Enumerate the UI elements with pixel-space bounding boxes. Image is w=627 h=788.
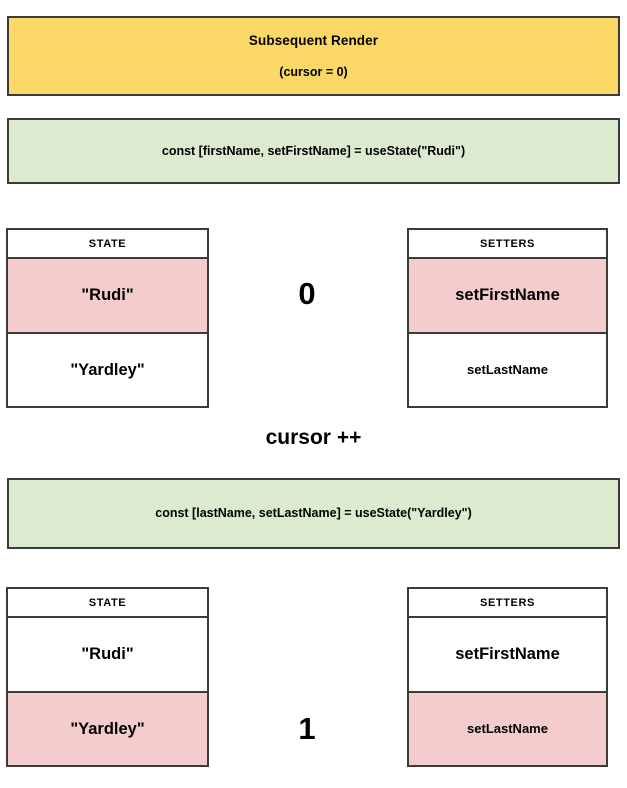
table-row: setLastName <box>409 333 606 406</box>
state-table-stage-two: STATE "Rudi" "Yardley" <box>6 587 209 767</box>
code-line-first-name: const [firstName, setFirstName] = useSta… <box>161 143 466 158</box>
code-line-last-name: const [lastName, setLastName] = useState… <box>155 506 472 521</box>
table-row: setFirstName <box>409 618 606 693</box>
setter-cell-set-first-name: setFirstName <box>455 645 560 663</box>
state-cell-first-name: "Rudi" <box>81 286 134 304</box>
state-cell-first-name: "Rudi" <box>81 645 134 663</box>
code-block-first-name: const [firstName, setFirstName] = useSta… <box>7 118 620 184</box>
state-table-stage-one: STATE "Rudi" "Yardley" <box>6 228 209 408</box>
subsequent-render-banner: Subsequent Render (cursor = 0) <box>7 16 620 96</box>
code-block-last-name: const [lastName, setLastName] = useState… <box>7 478 620 549</box>
state-table-header: STATE <box>8 230 207 259</box>
setter-cell-set-last-name: setLastName <box>467 721 548 737</box>
setters-table-header: SETTERS <box>409 230 606 259</box>
cursor-increment-label: cursor ++ <box>265 426 362 449</box>
state-cell-last-name: "Yardley" <box>70 360 145 379</box>
cursor-value-stage-one: 0 <box>298 276 316 311</box>
setters-table-stage-one: SETTERS setFirstName setLastName <box>407 228 608 408</box>
setters-table-stage-two: SETTERS setFirstName setLastName <box>407 587 608 767</box>
table-row: "Rudi" <box>8 618 207 693</box>
state-table-header: STATE <box>8 589 207 618</box>
setters-table-header: SETTERS <box>409 589 606 618</box>
state-cell-last-name: "Yardley" <box>70 719 145 738</box>
table-row: "Yardley" <box>8 692 207 765</box>
cursor-value-stage-two: 1 <box>298 711 316 746</box>
table-row: "Yardley" <box>8 333 207 406</box>
render-cursor-label: (cursor = 0) <box>279 64 348 79</box>
setter-cell-set-last-name: setLastName <box>467 362 548 378</box>
render-title: Subsequent Render <box>248 33 379 48</box>
setter-cell-set-first-name: setFirstName <box>455 286 560 304</box>
table-row: setLastName <box>409 692 606 765</box>
table-row: "Rudi" <box>8 259 207 334</box>
table-row: setFirstName <box>409 259 606 334</box>
